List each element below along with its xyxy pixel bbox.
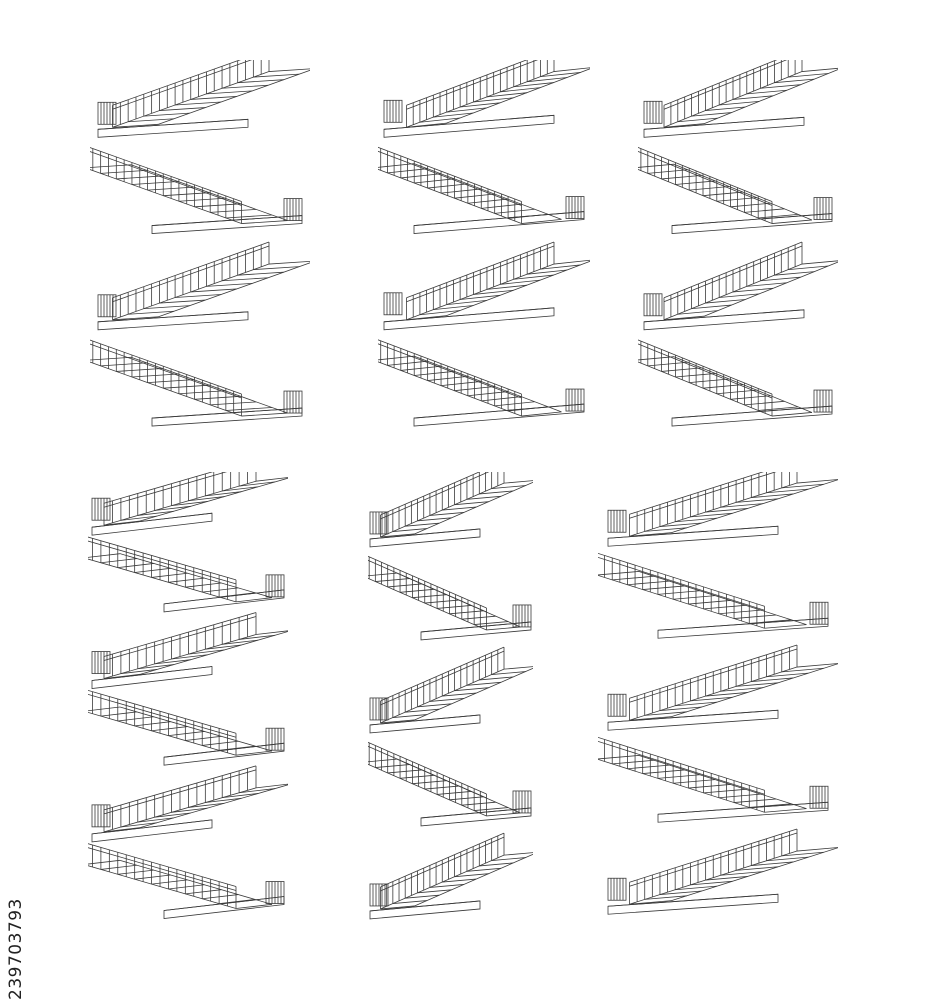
stair-drawing [378,60,590,427]
stair-drawing [90,60,310,427]
stair-drawing [368,472,533,920]
stair-illustration-4 [88,472,288,932]
stock-id-label: 239703793 [6,898,26,1000]
stair-illustration-1 [90,60,310,445]
stair-drawing [88,472,288,919]
stair-illustration-5 [368,472,533,937]
stair-illustration-2 [378,60,590,445]
stair-drawing [598,472,838,915]
stair-illustration-6 [598,472,838,932]
stair-drawing [638,60,838,427]
stair-illustration-3 [638,60,838,445]
